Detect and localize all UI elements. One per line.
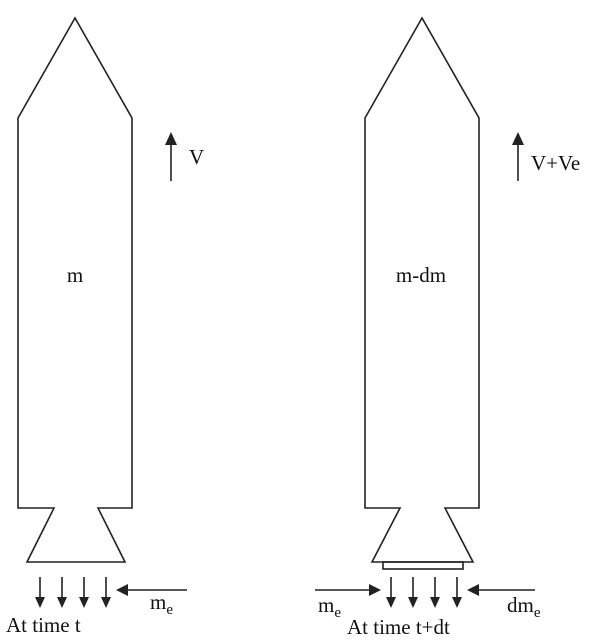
rocket-left-me-arrow xyxy=(116,584,187,596)
rocket-right-me-arrow xyxy=(315,584,381,596)
rocket-left-velocity-arrow xyxy=(165,132,177,181)
rocket-right-dme-arrow xyxy=(467,584,535,596)
rocket-left-me-label: me xyxy=(150,590,173,618)
rocket-left-body xyxy=(17,16,133,563)
rocket-right-velocity-label: V+Ve xyxy=(531,151,580,175)
rocket-right-mass-label: m-dm xyxy=(396,263,446,287)
rocket-left-velocity-label: V xyxy=(189,145,204,169)
rocket-left: m V me At time t xyxy=(6,16,204,637)
rocket-right-caption: At time t+dt xyxy=(347,615,450,639)
rocket-right-body xyxy=(364,16,480,563)
rocket-right-velocity-arrow xyxy=(512,132,524,181)
rocket-left-mass-label: m xyxy=(67,263,83,287)
rocket-right-exhaust-arrows xyxy=(386,577,462,608)
rocket-left-exhaust-arrows xyxy=(35,577,111,608)
rocket-right-nozzle-plate xyxy=(382,561,464,570)
rocket-right: m-dm V+Ve me xyxy=(315,16,580,639)
rocket-right-me-label: me xyxy=(318,593,341,621)
rocket-left-caption: At time t xyxy=(6,613,81,637)
rocket-right-dme-label: dme xyxy=(507,593,541,621)
